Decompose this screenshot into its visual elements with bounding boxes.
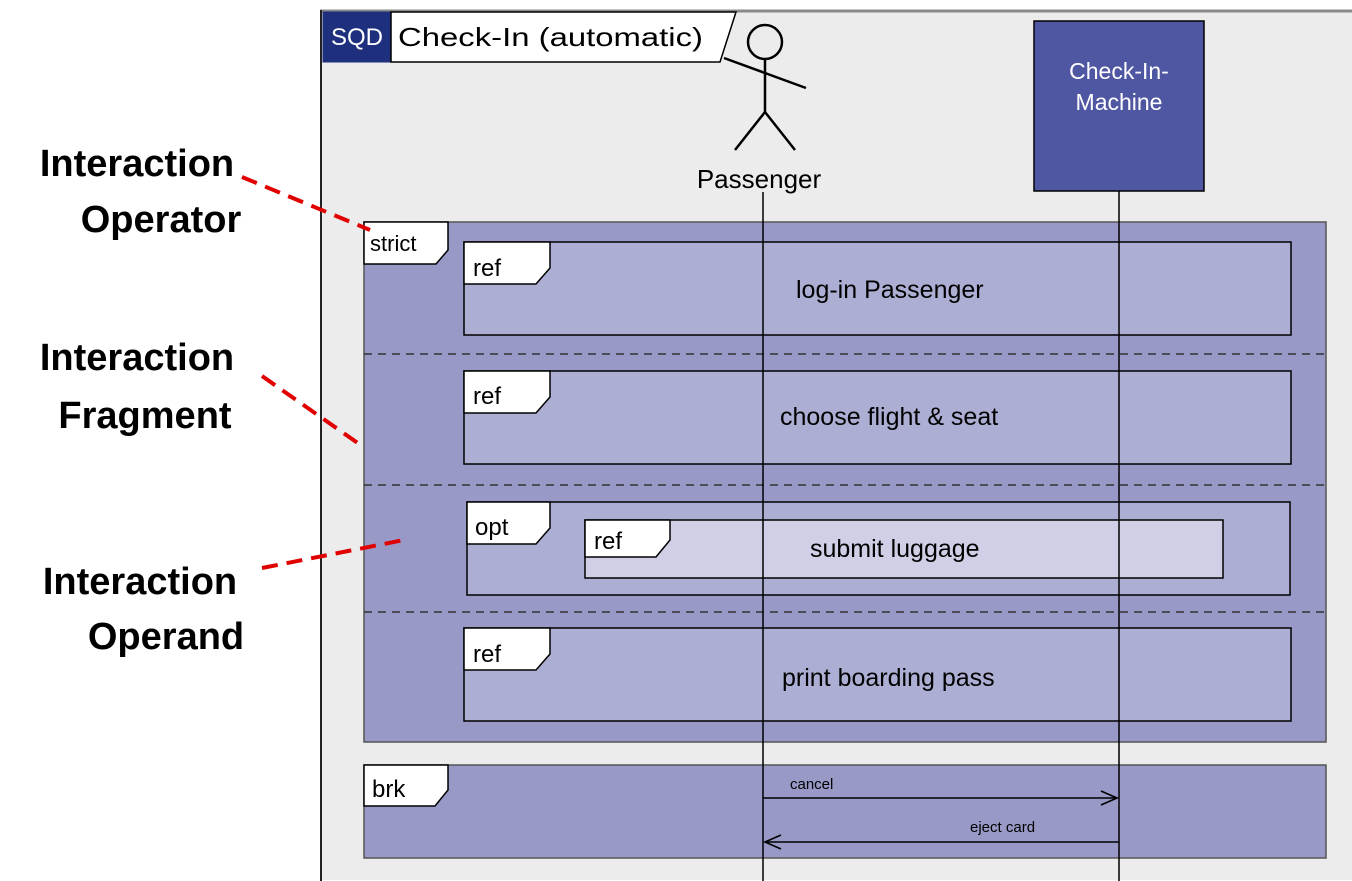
ref-box-submit-luggage (584, 519, 1224, 579)
ref-text-choose-flight: choose flight & seat (780, 403, 998, 431)
ref-text-login: log-in Passenger (796, 276, 984, 304)
ref-tag-label: ref (473, 641, 501, 668)
brk-fragment (363, 764, 1327, 859)
opt-operator-tab (466, 501, 551, 545)
ref-tag (463, 370, 551, 414)
frame-title-tab (390, 11, 738, 63)
machine-label-line1: Check-In- (1069, 58, 1169, 84)
annotation-operand-line1: Interaction (43, 561, 237, 603)
sqd-kind-tab (322, 11, 392, 63)
annotation-operator-line2: Operator (81, 199, 242, 241)
ref-tag-label: ref (473, 383, 501, 410)
ref-text-submit-luggage: submit luggage (810, 535, 980, 563)
strict-operator-tab (363, 221, 449, 265)
opt-operator-label: opt (475, 514, 509, 541)
ref-box-print-boarding (463, 627, 1292, 722)
ref-box-choose-flight (463, 370, 1292, 465)
machine-lifeline-head (1033, 20, 1205, 192)
strict-operator-label: strict (370, 231, 416, 256)
ref-tag-label: ref (594, 528, 622, 555)
ref-tag (463, 241, 551, 285)
annotation-fragment-line1: Interaction (40, 337, 234, 379)
machine-label-line2: Machine (1076, 89, 1163, 115)
sqd-kind-label: SQD (331, 24, 383, 51)
ref-tag (463, 627, 551, 671)
brk-operator-tab (363, 764, 449, 807)
frame-title: Check-In (automatic) (398, 22, 703, 52)
brk-operator-label: brk (372, 776, 406, 803)
ref-tag (584, 519, 671, 558)
eject-card-message-label: eject card (970, 819, 1035, 836)
annotation-operator-line1: Interaction (40, 143, 234, 185)
annotation-pointer-fragment (260, 374, 364, 448)
ref-text-print-boarding: print boarding pass (782, 664, 995, 692)
cancel-message-label: cancel (790, 776, 833, 793)
ref-box-login (463, 241, 1292, 336)
annotation-pointer-operator (241, 175, 371, 232)
annotation-operand-line2: Operand (88, 616, 244, 658)
ref-tag-label: ref (473, 255, 501, 282)
passenger-label: Passenger (697, 164, 822, 194)
annotation-fragment-line2: Fragment (58, 395, 231, 437)
passenger-actor-icon (723, 23, 807, 151)
